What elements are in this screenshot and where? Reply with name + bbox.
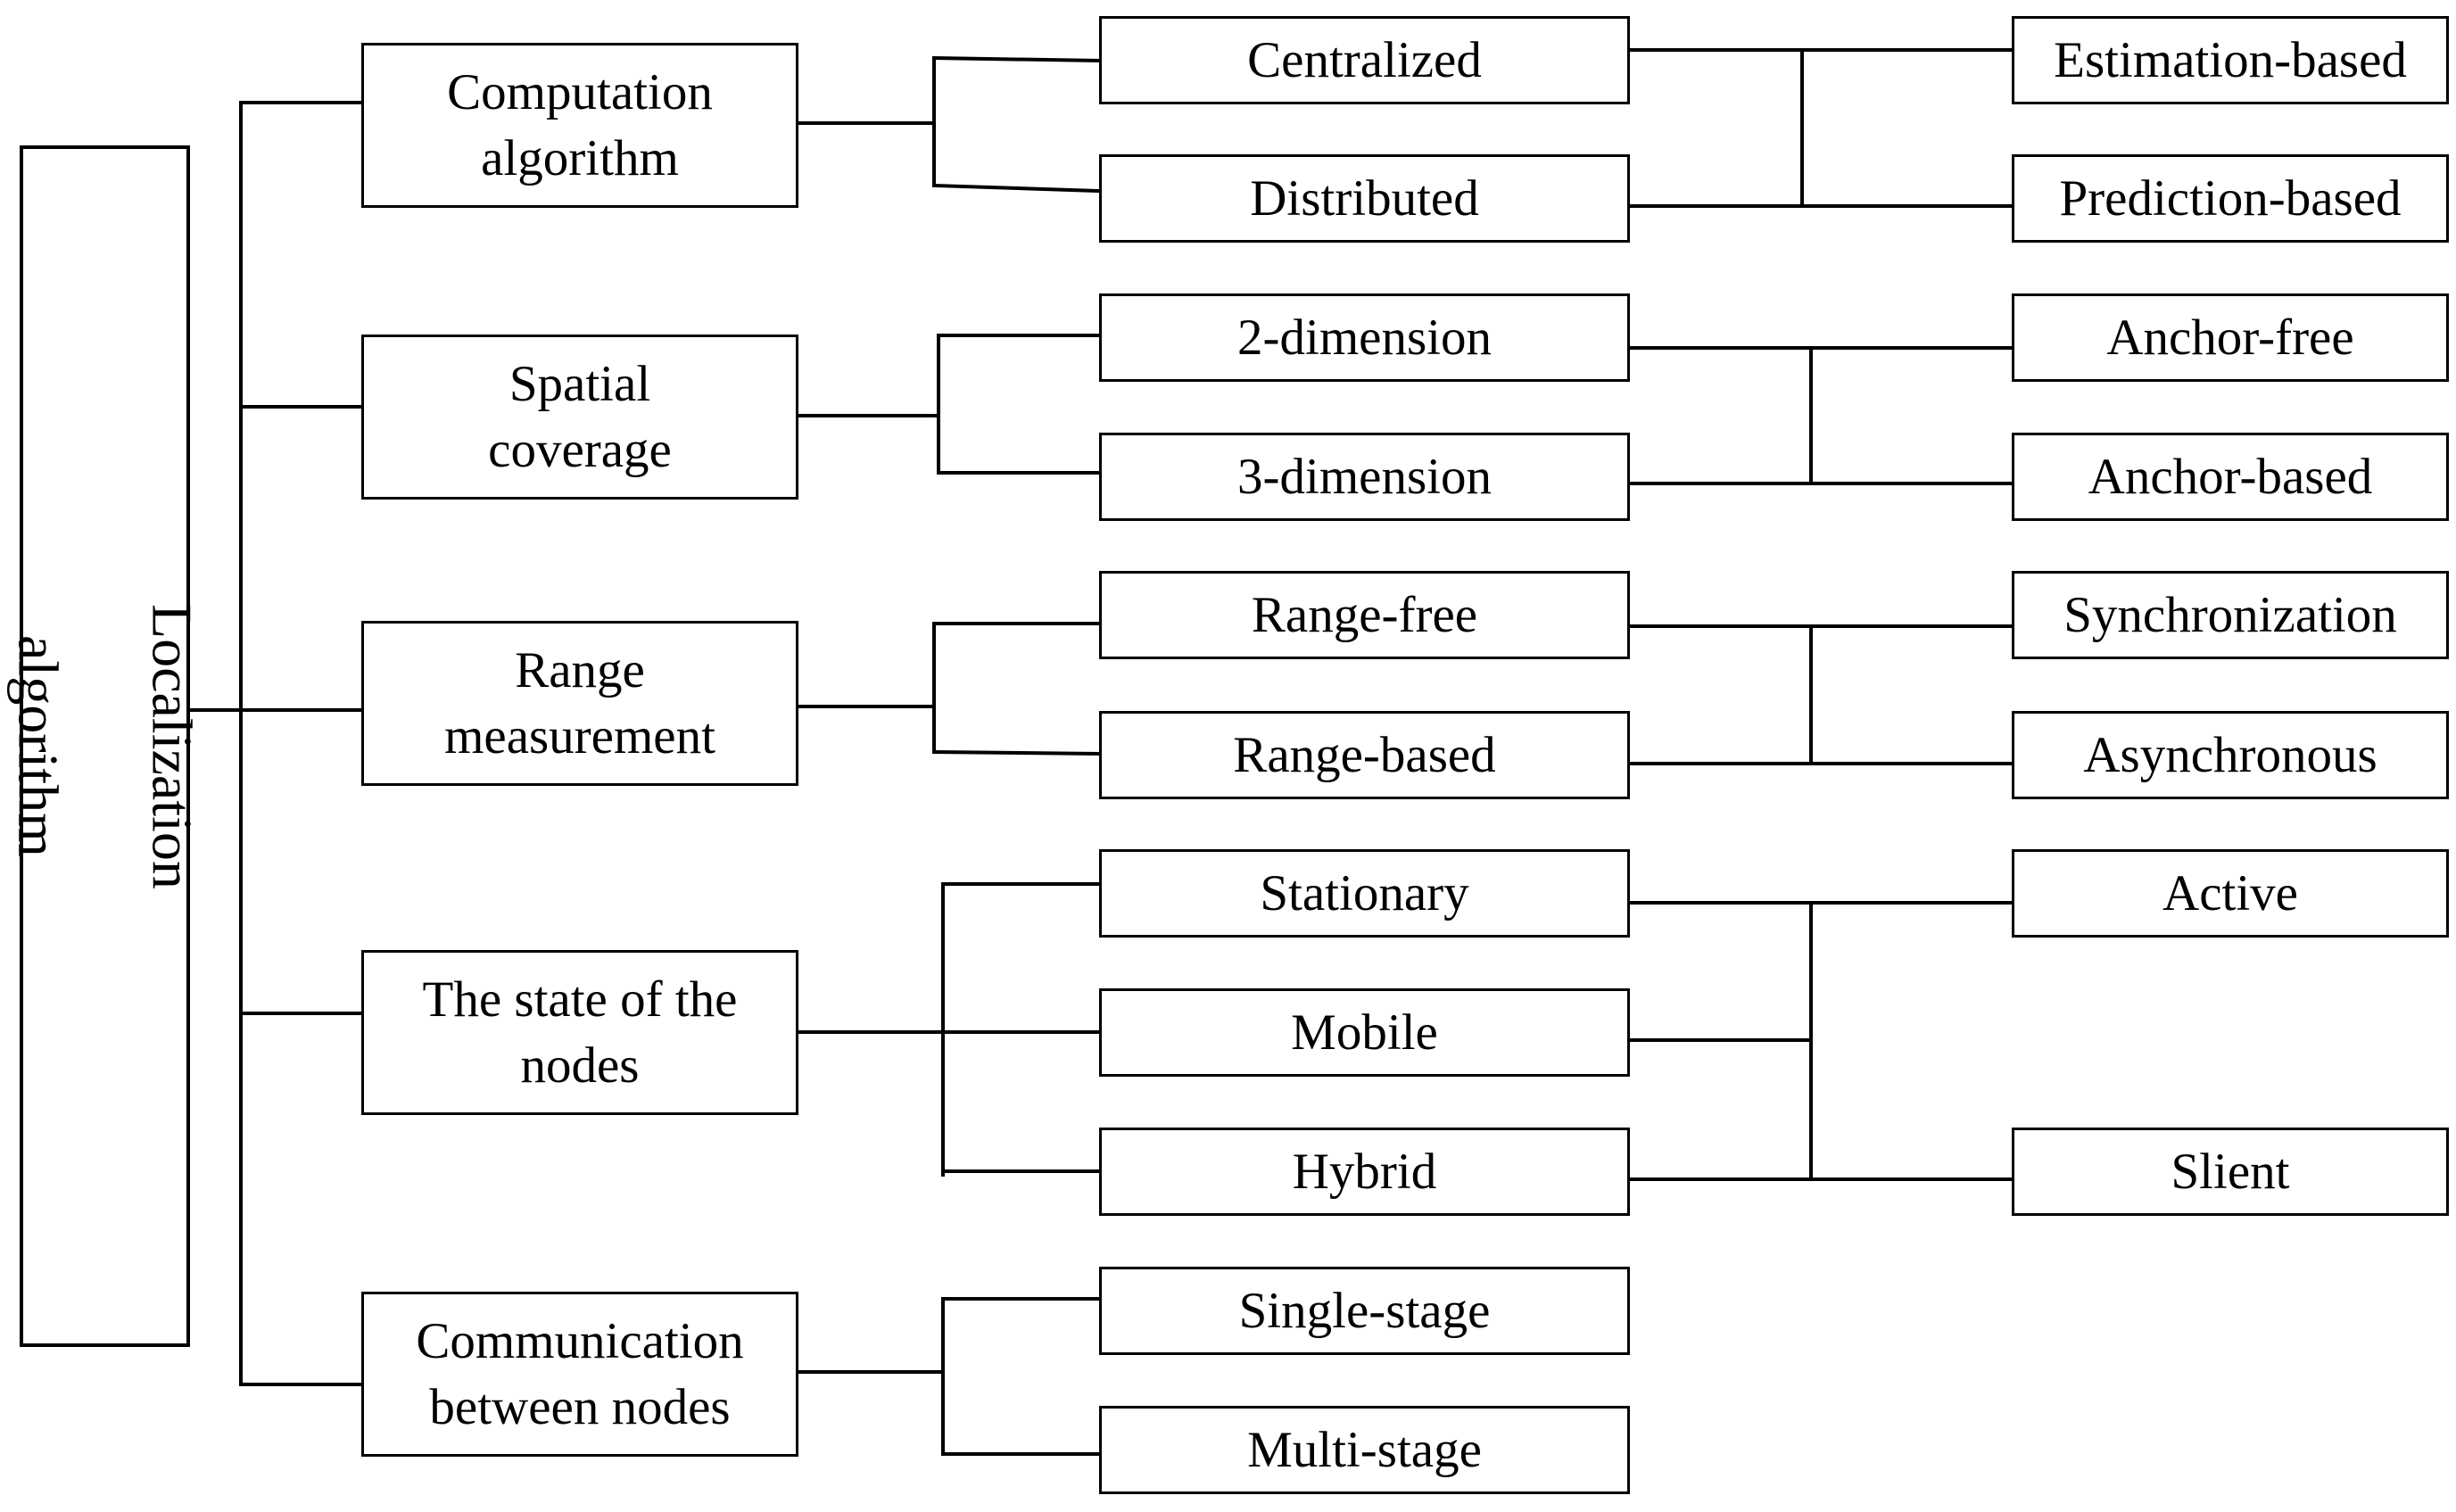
subtype-slient: Slient	[2012, 1128, 2449, 1216]
category-label: Computation algorithm	[447, 63, 713, 186]
child-centralized: Centralized	[1099, 16, 1630, 104]
subtype-prediction-based: Prediction-based	[2012, 154, 2449, 243]
to-distributed	[931, 183, 1102, 194]
category-state-of-nodes: The state of the nodes	[361, 950, 798, 1115]
child-3-dimension: 3-dimension	[1099, 433, 1630, 521]
subtype-label: Active	[2162, 864, 2298, 921]
root-node: Localization algorithm	[7, 145, 204, 1347]
category-spatial-coverage: Spatial coverage	[361, 335, 798, 500]
subtype-label: Prediction-based	[2059, 169, 2402, 227]
subtype-label: Synchronization	[2063, 586, 2397, 643]
child-label: 2-dimension	[1237, 309, 1492, 366]
child-label: Centralized	[1247, 31, 1482, 88]
subtype-synchronization: Synchronization	[2012, 571, 2449, 659]
category-label: Communication between nodes	[416, 1312, 744, 1435]
child-distributed: Distributed	[1099, 154, 1630, 243]
subtype-anchor-based: Anchor-based	[2012, 433, 2449, 521]
child-range-free: Range-free	[1099, 571, 1630, 659]
root-label: Localization algorithm	[6, 603, 204, 889]
category-label: The state of the nodes	[422, 971, 738, 1094]
child-multi-stage: Multi-stage	[1099, 1406, 1630, 1494]
child-label: Multi-stage	[1247, 1421, 1482, 1478]
child-mobile: Mobile	[1099, 988, 1630, 1077]
category-computation-algorithm: Computation algorithm	[361, 43, 798, 208]
child-label: Hybrid	[1292, 1143, 1437, 1200]
subtype-label: Anchor-based	[2088, 448, 2373, 505]
category-label: Range measurement	[444, 641, 715, 764]
child-label: Range-based	[1233, 726, 1496, 783]
child-label: Range-free	[1251, 586, 1478, 643]
subtype-label: Estimation-based	[2054, 31, 2407, 88]
category-label: Spatial coverage	[488, 355, 672, 478]
child-stationary: Stationary	[1099, 849, 1630, 938]
subtype-estimation-based: Estimation-based	[2012, 16, 2449, 104]
subtype-asynchronous: Asynchronous	[2012, 711, 2449, 799]
category-communication-between-nodes: Communication between nodes	[361, 1292, 798, 1457]
subtype-active: Active	[2012, 849, 2449, 938]
child-label: Mobile	[1291, 1004, 1438, 1061]
child-range-based: Range-based	[1099, 711, 1630, 799]
to-centralized	[931, 55, 1102, 63]
category-range-measurement: Range measurement	[361, 621, 798, 786]
subtype-label: Asynchronous	[2083, 726, 2377, 783]
to-range-based	[931, 749, 1102, 756]
child-label: 3-dimension	[1237, 448, 1492, 505]
subtype-label: Slient	[2171, 1143, 2290, 1200]
subtype-anchor-free: Anchor-free	[2012, 293, 2449, 382]
subtype-label: Anchor-free	[2106, 309, 2354, 366]
child-single-stage: Single-stage	[1099, 1267, 1630, 1355]
child-label: Distributed	[1250, 169, 1479, 227]
child-label: Stationary	[1260, 864, 1469, 921]
child-2-dimension: 2-dimension	[1099, 293, 1630, 382]
child-label: Single-stage	[1238, 1282, 1491, 1339]
child-hybrid: Hybrid	[1099, 1128, 1630, 1216]
